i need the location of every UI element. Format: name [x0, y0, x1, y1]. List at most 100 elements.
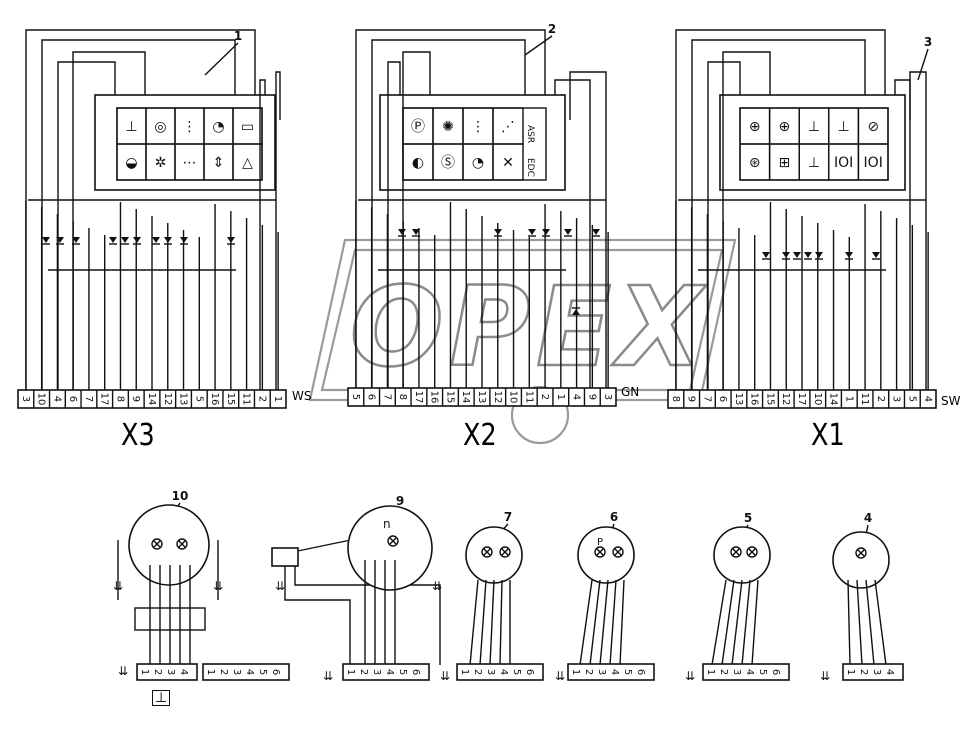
- lamp-icon: [594, 546, 606, 558]
- diode: [815, 252, 823, 260]
- plug-pin-label: 4: [884, 669, 895, 675]
- switch-symbol-icon: ⊛: [749, 155, 761, 171]
- switch-symbol-icon: ⊥: [808, 119, 820, 135]
- switch-symbol-icon: ⋮: [471, 119, 485, 135]
- diode: [762, 252, 770, 260]
- pin-label: 3: [602, 394, 613, 400]
- pin-label: 6: [67, 396, 78, 402]
- pin-label: 16: [749, 393, 760, 406]
- plug-pin-label: 2: [858, 669, 869, 675]
- callout-7: 7: [504, 510, 512, 524]
- callout-4: 4: [864, 511, 872, 525]
- switch-symbol-icon: ◒: [125, 155, 137, 171]
- lamp-icon: [612, 546, 624, 558]
- plug-pin-label: 4: [384, 669, 395, 675]
- switch-symbol-icon: ⇕: [213, 155, 225, 171]
- ground-arrow-icon: ⇊: [213, 579, 223, 593]
- plug-pin-label: 5: [511, 669, 522, 675]
- pin-label: 10: [812, 393, 823, 406]
- plug-pin-label: 6: [524, 669, 535, 675]
- pin-label: 11: [523, 391, 534, 404]
- pin-label: 9: [586, 394, 597, 400]
- switch-symbol-icon: IOI: [864, 155, 883, 171]
- diode: [782, 252, 790, 260]
- pin-label: 16: [209, 393, 220, 406]
- pin-label: 5: [350, 394, 361, 400]
- pin-label: 3: [20, 396, 31, 402]
- callout-2: 2: [548, 22, 556, 36]
- pin-label: 11: [241, 393, 252, 406]
- pin-label: 10: [36, 393, 47, 406]
- pin-label: 5: [193, 396, 204, 402]
- diode: [564, 229, 572, 237]
- pin-label: 15: [444, 391, 455, 404]
- pin-label: 1: [555, 394, 566, 400]
- plug-pin-label: 4: [498, 669, 509, 675]
- ground-arrow-icon: ⇊: [432, 579, 442, 593]
- pin-label: 7: [83, 396, 94, 402]
- ground-arrow-icon: ⇊: [820, 669, 830, 683]
- plug-pin-label: 2: [583, 669, 594, 675]
- plug-pin-label: 6: [410, 669, 421, 675]
- pin-label: 1: [843, 396, 854, 402]
- pin-label: 2: [539, 394, 550, 400]
- switch-symbol-icon: ⊘: [867, 119, 879, 135]
- callout-6: 6: [610, 510, 618, 524]
- switch-symbol-icon: △: [242, 155, 253, 171]
- switch-symbol-icon: ⋯: [183, 155, 197, 171]
- plug-pin-label: 5: [757, 669, 768, 675]
- switch-symbol-icon: Ⓢ: [441, 155, 455, 171]
- switch-symbol-icon: ⊥: [808, 155, 820, 171]
- pin-label: 2: [256, 396, 267, 402]
- switch-symbol-icon: ✕: [502, 155, 514, 171]
- plug-pin-label: 1: [205, 669, 216, 675]
- connector-x3-tag: WS: [292, 389, 312, 403]
- pin-label: 15: [764, 393, 775, 406]
- diode: [845, 252, 853, 260]
- plug-pin-label: 3: [731, 669, 742, 675]
- plug-pin-label: 3: [165, 669, 176, 675]
- pin-label: 12: [492, 391, 503, 404]
- plug-pin-label: 4: [744, 669, 755, 675]
- gauge-housing: [128, 504, 210, 586]
- connector-x2-tag: GN: [621, 385, 640, 399]
- diode: [152, 237, 160, 245]
- pin-label: 3: [891, 396, 902, 402]
- pin-label: 4: [571, 394, 582, 400]
- switch-symbol-icon: ◔: [212, 119, 224, 135]
- callout-3: 3: [924, 35, 932, 49]
- switch-symbol-icon: ◐: [412, 155, 424, 171]
- plug-pin-label: 2: [718, 669, 729, 675]
- pin-label: 4: [51, 396, 62, 402]
- diode: [804, 252, 812, 260]
- pin-label: 17: [413, 391, 424, 404]
- plug-pin-label: 3: [871, 669, 882, 675]
- pin-label: 13: [733, 393, 744, 406]
- pin-label: 2: [875, 396, 886, 402]
- diode: [56, 237, 64, 245]
- asr-label: ASR: [525, 125, 535, 143]
- plug-pin-label: 4: [609, 669, 620, 675]
- switch-symbol-icon: ◔: [472, 155, 484, 171]
- ground-arrow-icon: ⇊: [555, 669, 565, 683]
- connector-x3-label: X3: [120, 418, 155, 453]
- pin-label: 12: [162, 393, 173, 406]
- switch-symbol-icon: ⊞: [779, 155, 791, 171]
- plug-pin-label: 1: [139, 669, 150, 675]
- connector-x1-label: X1: [810, 418, 845, 453]
- lamp-icon: [176, 538, 188, 550]
- diode: [528, 229, 536, 237]
- diode: [227, 237, 235, 245]
- callout-1: 1: [234, 29, 242, 43]
- ground-arrow-icon: ⇊: [685, 669, 695, 683]
